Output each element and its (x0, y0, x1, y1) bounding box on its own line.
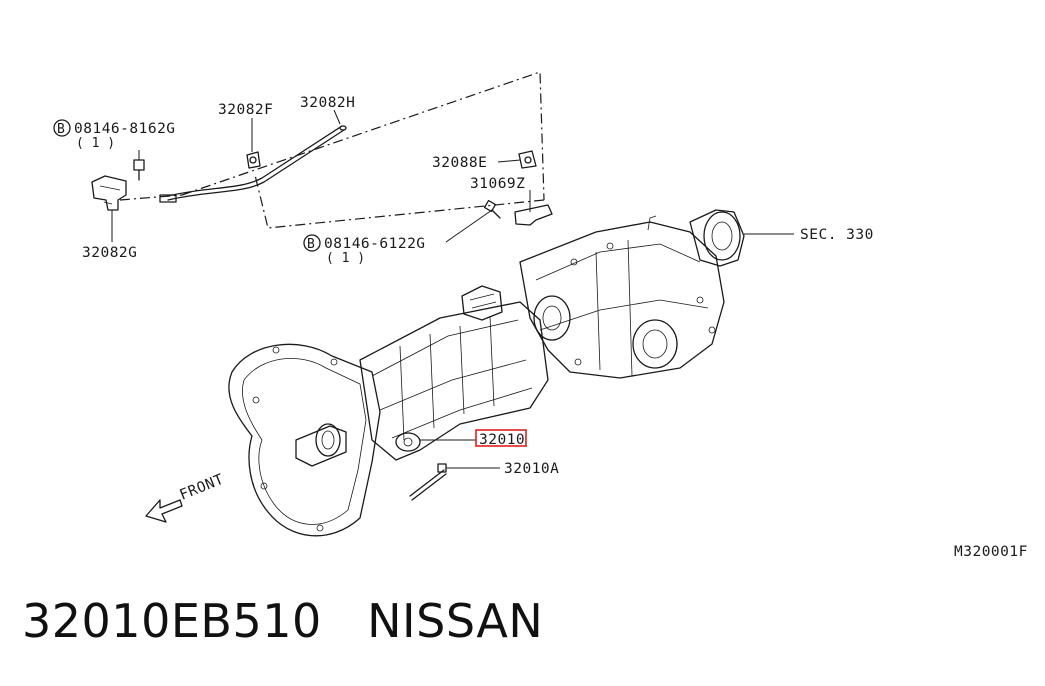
bracket-32082g-icon (91, 175, 127, 211)
callout-32088e: 32088E (432, 155, 487, 171)
bolt-08146-8162g-icon (133, 159, 145, 181)
marker-b-icon: B (303, 234, 321, 252)
marker-b-icon: B (53, 119, 71, 137)
callout-qty-b: ( 1 ) (326, 251, 365, 266)
group-boundary-dashline (119, 71, 545, 229)
front-direction-label: FRONT (178, 472, 227, 504)
leader-clip-e (497, 159, 521, 163)
callout-32010a: 32010A (504, 461, 559, 477)
bolt-08146-6122g-icon (483, 199, 501, 219)
clip-32082f-icon (246, 151, 261, 169)
callout-qty-a: ( 1 ) (76, 136, 115, 151)
stud-32010a-icon (409, 463, 447, 501)
clip-32088e-icon (518, 150, 537, 169)
callout-32010: 32010 (479, 432, 525, 448)
callout-32082h: 32082H (300, 95, 355, 111)
svg-text:B: B (57, 122, 65, 137)
callout-sec-330: SEC. 330 (800, 227, 874, 243)
callout-32082g: 32082G (82, 245, 137, 261)
bracket-31069z-icon (514, 195, 553, 226)
callout-32082f: 32082F (218, 102, 273, 118)
caption-brand: NISSAN (367, 594, 544, 648)
front-arrow-icon (145, 499, 183, 523)
leader-bolt-b (445, 209, 493, 243)
highlight-box (475, 429, 527, 447)
transmission-assembly-icon (228, 209, 745, 537)
svg-text:B: B (307, 237, 315, 252)
caption-part-number: 32010EB510 (22, 594, 322, 648)
cable-32082h-icon (159, 125, 347, 203)
part-caption: 32010EB510 NISSAN (22, 594, 543, 648)
callout-08146-8162g: 08146-8162G (74, 121, 176, 137)
callout-31069z: 31069Z (470, 176, 525, 192)
callout-08146-6122g: 08146-6122G (324, 236, 426, 252)
diagram-id: M320001F (954, 544, 1028, 560)
leader-cable-h (333, 109, 341, 125)
